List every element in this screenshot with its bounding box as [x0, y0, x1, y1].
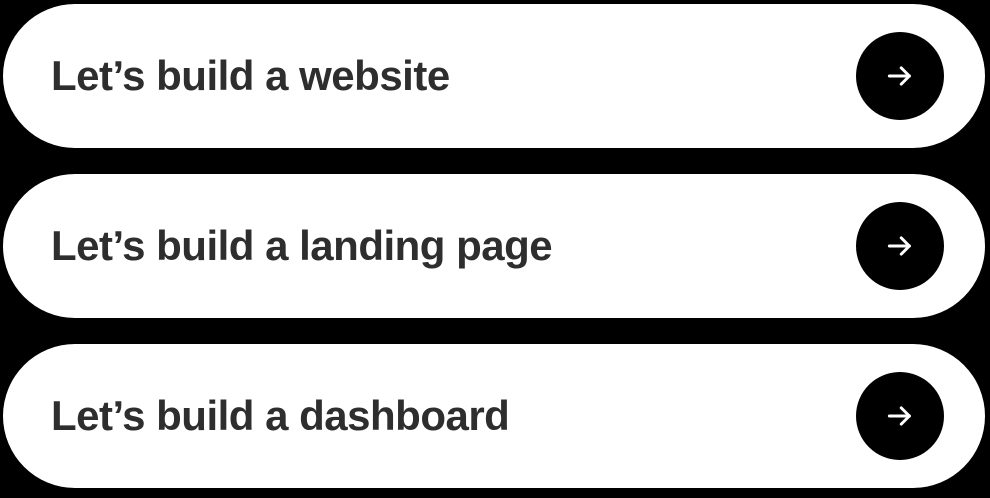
submit-suggestion-button[interactable]	[856, 202, 944, 290]
suggestion-label: Let’s build a dashboard	[51, 392, 510, 439]
submit-suggestion-button[interactable]	[856, 32, 944, 120]
arrow-right-icon	[885, 231, 915, 261]
submit-suggestion-button[interactable]	[856, 372, 944, 460]
arrow-right-icon	[885, 61, 915, 91]
suggestion-card-landing-page[interactable]: Let’s build a landing page	[3, 174, 985, 318]
suggestion-card-website[interactable]: Let’s build a website	[3, 4, 985, 148]
suggestion-label: Let’s build a landing page	[51, 222, 553, 269]
suggestion-card-dashboard[interactable]: Let’s build a dashboard	[3, 344, 985, 488]
arrow-right-icon	[885, 401, 915, 431]
suggestion-label: Let’s build a website	[51, 52, 450, 99]
